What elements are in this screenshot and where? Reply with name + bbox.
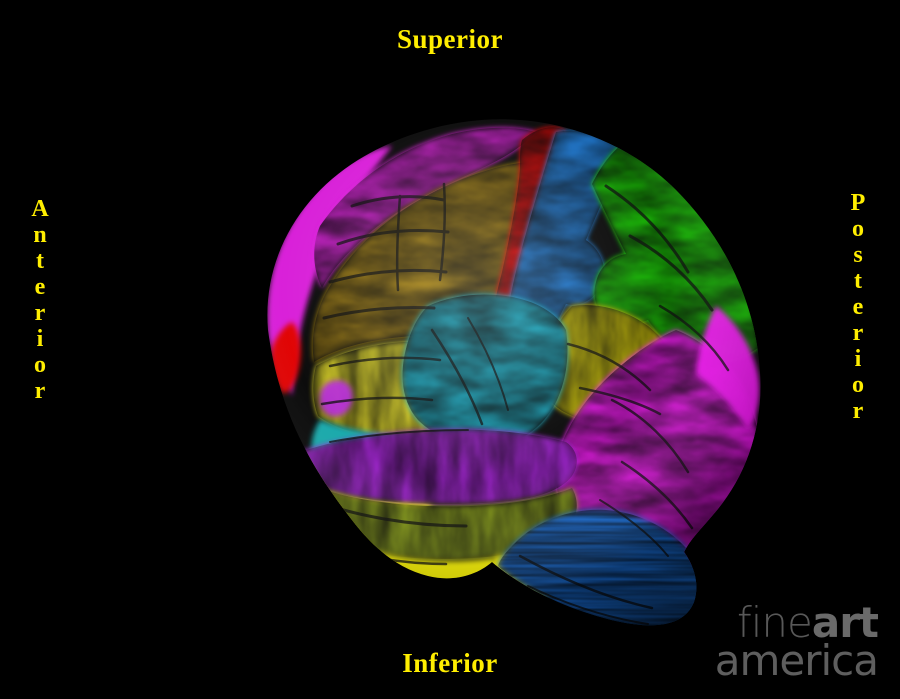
- anterior-char-2: t: [36, 248, 44, 274]
- posterior-char-6: i: [854, 346, 862, 372]
- posterior-char-1: o: [852, 216, 864, 242]
- orientation-label-inferior: Inferior: [402, 648, 498, 678]
- watermark-line-1: fineart: [715, 601, 879, 643]
- posterior-char-2: s: [853, 242, 863, 268]
- posterior-char-7: o: [852, 372, 864, 398]
- anterior-char-6: o: [34, 352, 46, 378]
- fine-art-america-watermark: fineart america: [714, 601, 879, 686]
- anterior-char-1: n: [33, 222, 47, 248]
- anterior-char-0: A: [31, 196, 49, 222]
- posterior-char-3: t: [854, 268, 862, 294]
- orientation-label-superior: Superior: [396, 24, 503, 54]
- watermark-art: art: [811, 597, 879, 647]
- anterior-char-4: r: [34, 300, 46, 326]
- posterior-char-5: r: [852, 320, 864, 346]
- posterior-char-8: r: [852, 398, 864, 424]
- watermark-fine: fine: [736, 597, 813, 647]
- anterior-char-7: r: [34, 378, 46, 404]
- posterior-char-0: P: [850, 190, 866, 216]
- anterior-char-5: i: [36, 326, 44, 352]
- watermark-america: america: [714, 636, 879, 686]
- anterior-char-3: e: [34, 274, 46, 300]
- posterior-char-4: e: [852, 294, 864, 320]
